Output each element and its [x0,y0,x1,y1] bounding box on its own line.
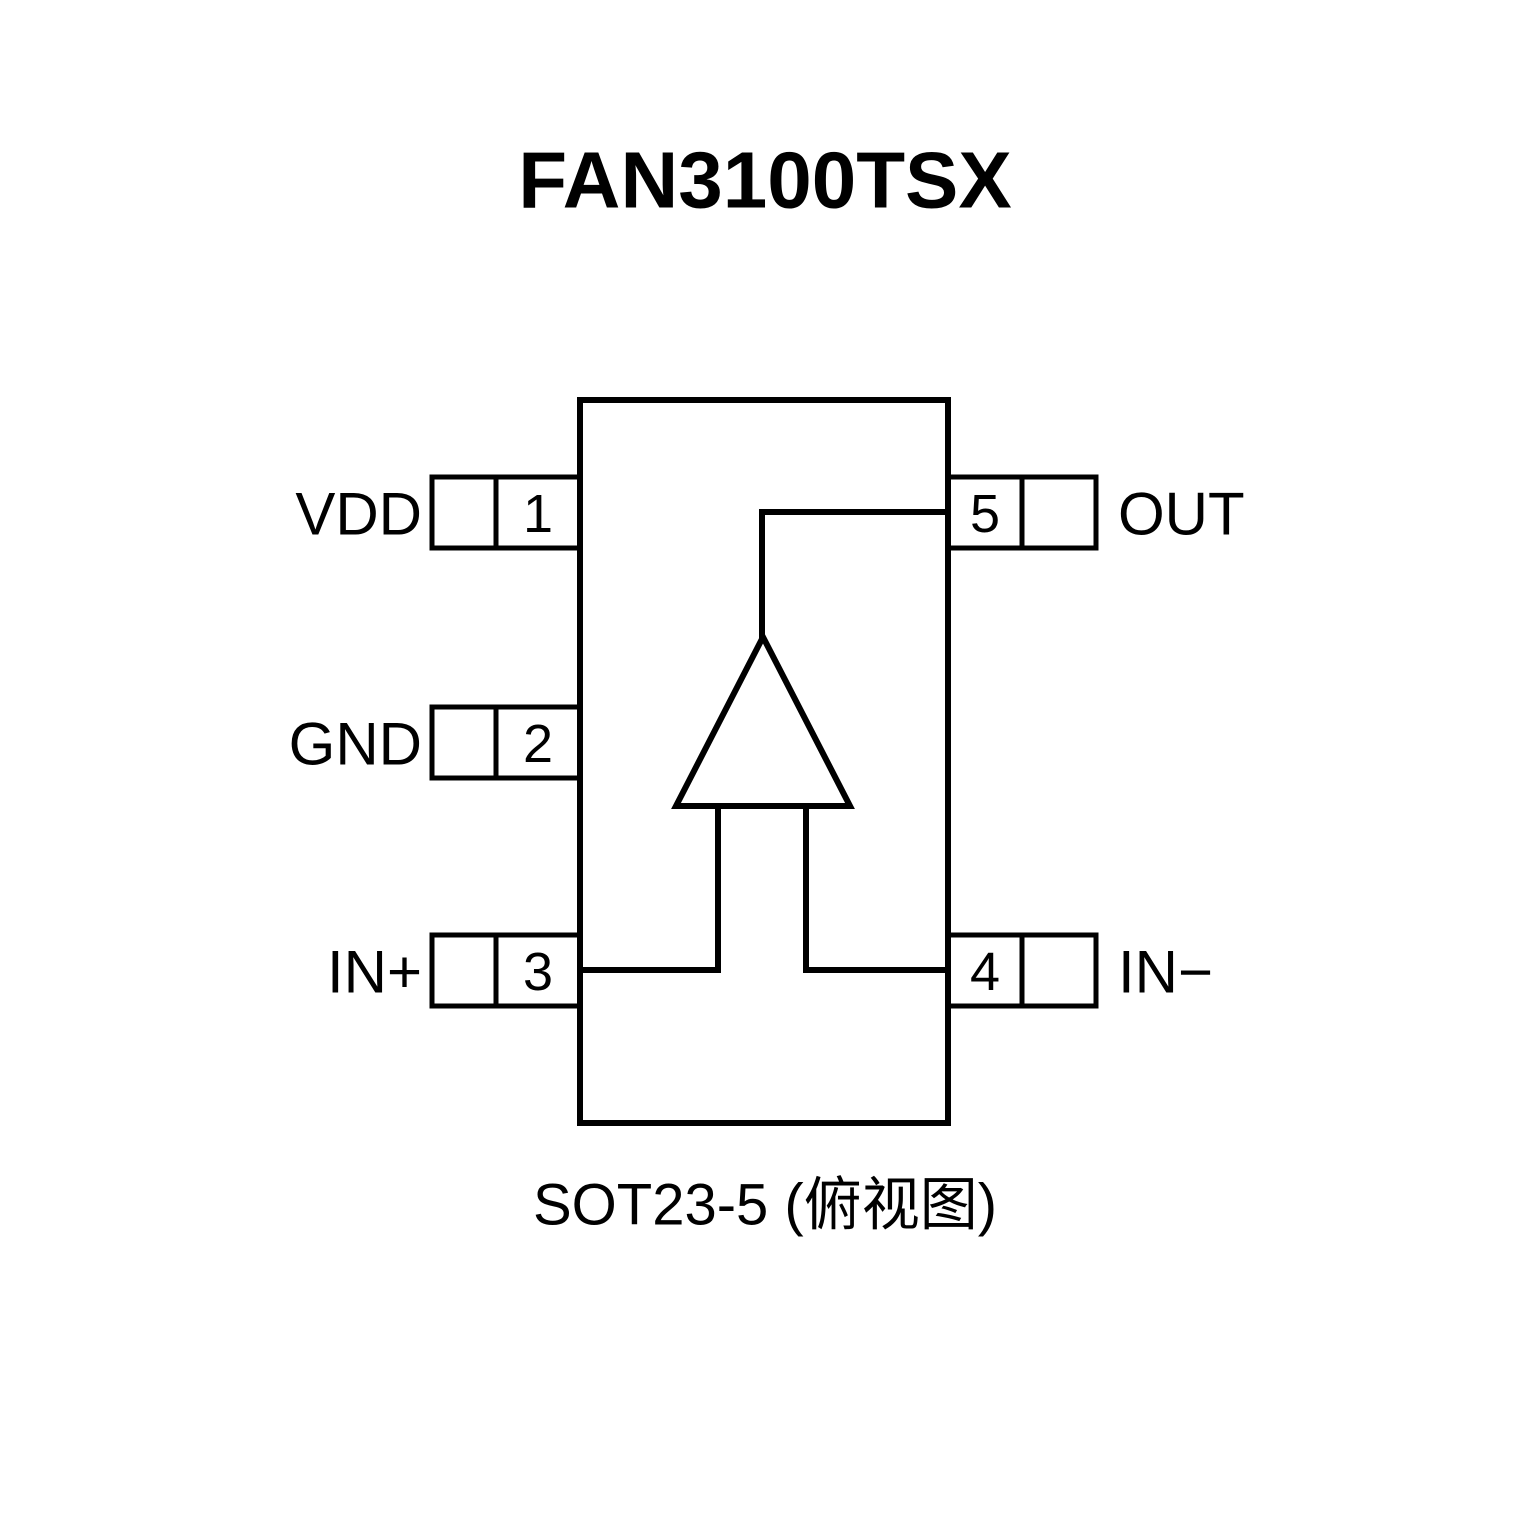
pin-3-box [429,932,583,1009]
pin-2-label: GND [289,711,422,778]
pin-3-group: 3 IN+ [327,932,583,1009]
pin-5-number: 5 [970,484,1000,544]
pin-5-group: 5 OUT [945,474,1245,551]
chip-title: FAN3100TSX [518,136,1012,225]
package-caption: SOT23-5 (俯视图) [533,1173,997,1238]
in-plus-wire [580,803,721,973]
pin-2-box [429,704,583,781]
pin-2-group: 2 GND [289,704,583,781]
amplifier-triangle-icon [671,630,855,809]
pin-5-label: OUT [1118,481,1245,548]
pin-3-number: 3 [523,942,553,1002]
pin-2-number: 2 [523,714,553,774]
pin-1-group: 1 VDD [295,474,583,551]
pin-4-number: 4 [970,942,1000,1002]
in-minus-wire [803,803,948,973]
pin-3-label: IN+ [327,939,422,1006]
pin-1-label: VDD [295,481,422,548]
pin-4-group: 4 IN− [945,932,1213,1009]
output-wire [759,509,948,640]
pin-1-number: 1 [523,484,553,544]
pin-1-box [429,474,583,551]
pin-4-label: IN− [1118,939,1213,1006]
